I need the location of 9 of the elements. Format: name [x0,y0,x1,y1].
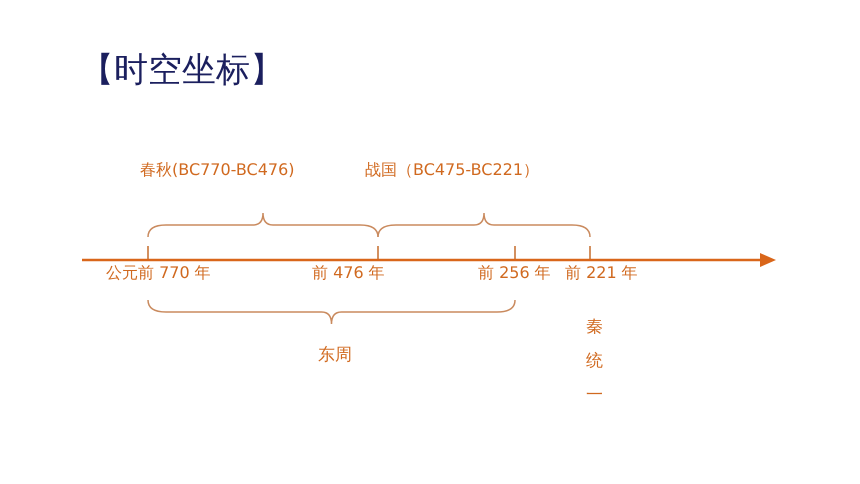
period-label: 战国（BC475-BC221） [365,160,540,180]
period-label: 东周 [318,345,352,365]
period-label: 春秋(BC770-BC476) [140,160,294,180]
year-label: 公元前 770 年 [106,263,211,283]
year-label: 前 476 年 [312,263,385,283]
year-label: 前 256 年 [478,263,551,283]
year-label: 前 221 年 [565,263,638,283]
event-label: 秦统一 [586,316,604,407]
page-title: 【时空坐标】 [80,49,284,92]
